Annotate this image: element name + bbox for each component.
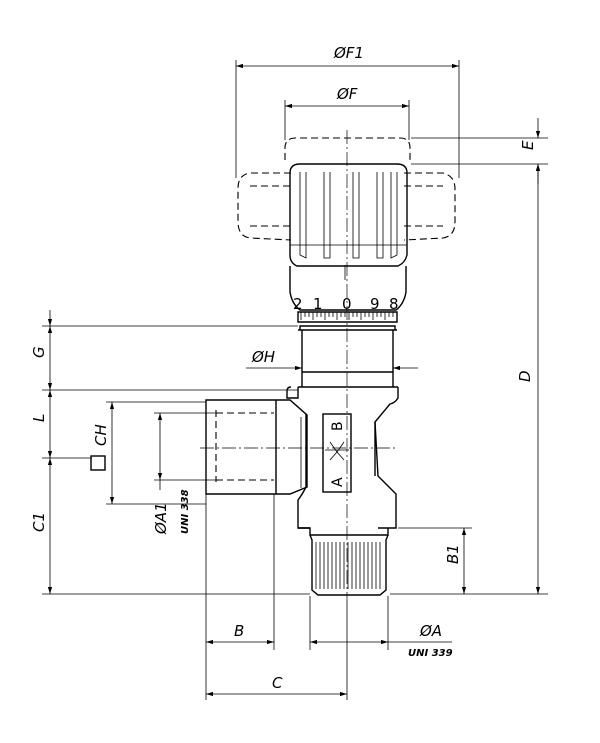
dim-g-label: G — [30, 346, 48, 358]
dim-b1-label: B1 — [444, 544, 462, 564]
dim-f1: ØF1 — [235, 44, 460, 178]
dim-c1-label: C1 — [30, 512, 48, 532]
scale-digit-3: 0 — [342, 295, 352, 313]
flow-inlet-label: A — [330, 477, 346, 487]
dim-b-label: B — [234, 622, 244, 640]
scale-digit-1: 2 — [293, 295, 303, 313]
dim-a1-label: ØA1 — [152, 502, 170, 535]
dim-g: G — [30, 310, 53, 390]
dim-a1-standard: UNI 338 — [180, 489, 191, 534]
dim-c: C — [206, 600, 348, 700]
handwheel-outline — [237, 137, 456, 241]
dim-b: B — [205, 494, 275, 700]
scale-digit-4: 9 — [370, 295, 380, 313]
dim-a-label: ØA — [419, 622, 442, 640]
dim-ch-label: CH — [92, 424, 110, 446]
dim-h-label: ØH — [251, 348, 275, 366]
centerlines — [200, 130, 395, 600]
dim-h: ØH — [246, 348, 418, 371]
dim-a: ØA UNI 339 — [309, 596, 453, 659]
dim-e-label: E — [519, 140, 537, 150]
dim-l-label: L — [30, 414, 48, 422]
dim-b1: B1 — [398, 527, 472, 594]
dim-e: E — [411, 118, 548, 184]
dim-c-label: C — [272, 674, 283, 692]
dim-d-label: D — [516, 370, 534, 382]
dim-f-label: ØF — [336, 85, 358, 103]
scale-ring: 2 1 0 9 8 — [293, 295, 399, 323]
square-symbol — [90, 455, 106, 471]
bonnet — [298, 325, 398, 388]
dim-a-standard: UNI 339 — [408, 648, 453, 659]
scale-digit-2: 1 — [313, 295, 323, 313]
dim-c1: C1 — [30, 458, 53, 594]
knob-ribs — [290, 172, 407, 259]
dim-l: L — [30, 390, 53, 458]
valve-body: A B — [205, 386, 399, 536]
flow-outlet-label: B — [330, 421, 346, 431]
outlet-nipple — [309, 534, 389, 596]
dim-d: D — [516, 164, 541, 594]
dim-f: ØF — [284, 85, 410, 140]
scale-digit-5: 8 — [389, 295, 399, 313]
dim-ch: CH — [90, 401, 206, 505]
knob — [289, 163, 408, 311]
flow-symbol — [325, 441, 349, 461]
dim-a1: ØA1 UNI 338 — [152, 412, 216, 535]
dim-f1-label: ØF1 — [333, 44, 364, 62]
